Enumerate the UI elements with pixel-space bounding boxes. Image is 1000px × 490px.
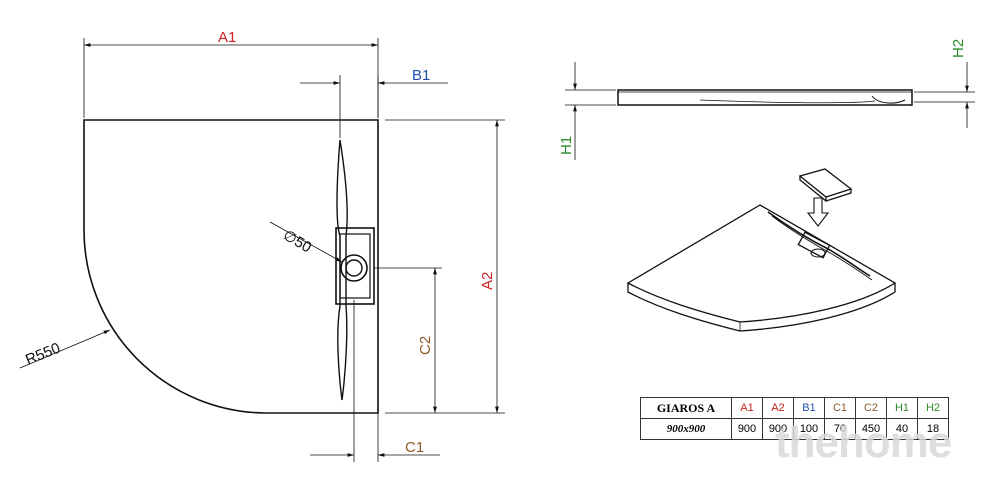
header-h2: H2 [917, 397, 949, 419]
header-a2: A2 [762, 397, 794, 419]
drain-hole-outer [340, 254, 368, 282]
value-a1: 900 [731, 418, 763, 440]
label-a1: A1 [218, 29, 236, 46]
drain-box [335, 227, 375, 305]
label-c1: C1 [405, 439, 424, 456]
label-b1: B1 [412, 67, 430, 84]
top-view [83, 119, 379, 414]
header-h1: H1 [886, 397, 918, 419]
iso-tray-top [626, 204, 897, 323]
label-c2: C2 [417, 336, 434, 355]
table-row: 900x900 900 900 100 70 450 40 18 [640, 418, 949, 440]
spec-table: GIAROS A A1 A2 B1 C1 C2 H1 H2 900x900 90… [640, 397, 949, 440]
label-drain-diameter: ∅50 [280, 227, 314, 257]
label-a2: A2 [479, 272, 496, 290]
value-h2: 18 [917, 418, 949, 440]
tray-outline [83, 119, 379, 414]
header-c1: C1 [824, 397, 856, 419]
drain-cover [798, 168, 853, 198]
dimension-lines [19, 38, 505, 462]
drain-channel [336, 139, 348, 401]
model-name: GIAROS A [640, 397, 732, 419]
drain-hole-inner [345, 259, 363, 277]
label-h2: H2 [950, 39, 967, 58]
watermark: thehome [775, 418, 952, 467]
iso-view [626, 168, 897, 332]
model-size: 900x900 [640, 418, 732, 440]
table-header-row: GIAROS A A1 A2 B1 C1 C2 H1 H2 [640, 397, 949, 419]
value-c2: 450 [855, 418, 887, 440]
header-c2: C2 [855, 397, 887, 419]
side-profile [617, 89, 913, 106]
label-radius: R550 [23, 340, 63, 369]
header-b1: B1 [793, 397, 825, 419]
side-view [565, 62, 975, 160]
insert-arrow [806, 197, 830, 227]
value-a2: 900 [762, 418, 794, 440]
header-a1: A1 [731, 397, 763, 419]
label-h1: H1 [558, 136, 575, 155]
